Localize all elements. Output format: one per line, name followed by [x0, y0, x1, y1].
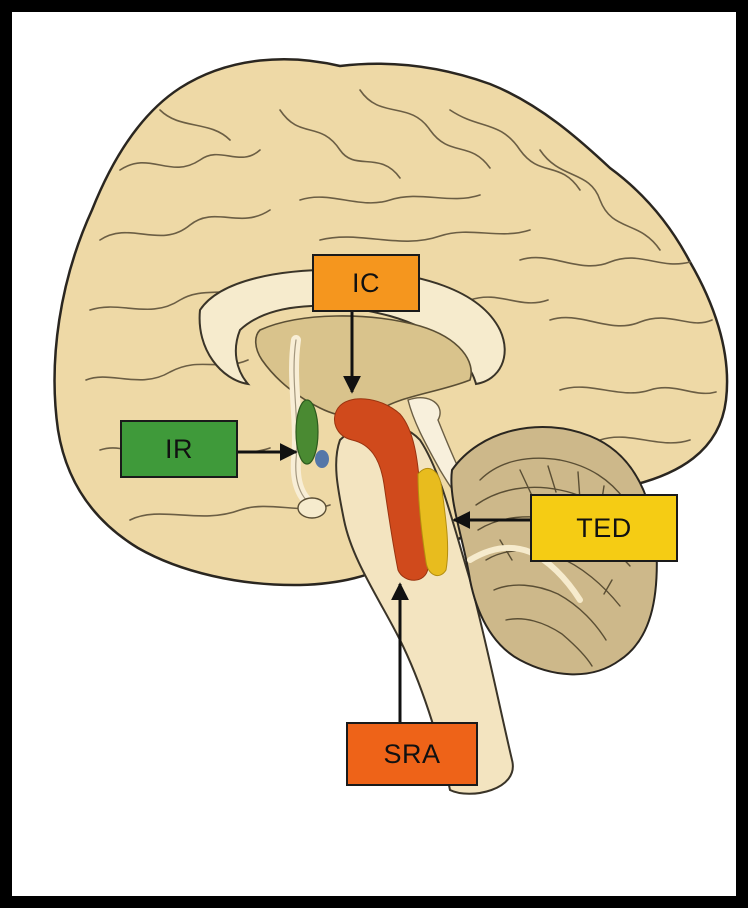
ir-label: IR [120, 420, 238, 478]
ic-label-text: IC [352, 268, 380, 299]
ic-label: IC [312, 254, 420, 312]
ted-label: TED [530, 494, 678, 562]
ted-label-text: TED [576, 513, 632, 544]
ir-label-text: IR [165, 434, 193, 465]
ir-region [296, 400, 318, 464]
sra-label-text: SRA [383, 739, 440, 770]
ir-blue-dot [315, 450, 329, 468]
sra-label: SRA [346, 722, 478, 786]
pituitary [298, 498, 326, 518]
